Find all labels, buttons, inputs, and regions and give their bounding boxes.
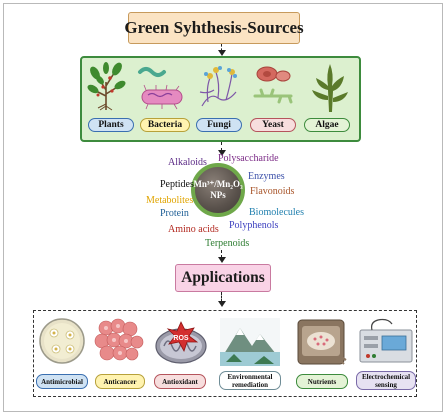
petri-dish-icon (39, 318, 85, 364)
app-label-anticancer: Anticancer (95, 374, 145, 389)
biomolecule-amino-acids: Amino acids (168, 224, 219, 235)
algae-icon (312, 64, 348, 112)
applications-box: Applications (175, 264, 271, 292)
app-label-electrochemical-sensing: Electrochemical sensing (356, 371, 416, 390)
title-box: Green Syhthesis-Sources (124, 12, 304, 44)
biomolecule-protein: Protein (160, 208, 189, 219)
biomolecule-alkaloids: Alkaloids (168, 157, 207, 168)
app-label-environmental-remediation: Environmental remediation (219, 371, 281, 390)
cancer-cell-icon (94, 318, 144, 361)
title-text: Green Syhthesis-Sources (124, 18, 304, 37)
nanoparticle-formula: Mn³⁺/Mn₂O₃ (193, 179, 243, 189)
biomolecule-peptides: Peptides (160, 179, 194, 190)
biomolecule-polysaccharide: Polysaccharide (218, 153, 279, 164)
outer-frame (3, 3, 443, 412)
source-label-yeast: Yeast (250, 118, 296, 132)
arrow-head-3 (218, 257, 226, 263)
fungi-icon (199, 66, 237, 107)
biomolecule-terpenoids: Terpenoids (205, 238, 250, 249)
biomolecule-biomolecules: Biomolecules (249, 207, 304, 218)
arrow-head-4 (218, 301, 226, 307)
biomolecule-polyphenols: Polyphenols (229, 220, 279, 231)
connector-arrow-2 (221, 142, 222, 151)
applications-panel (33, 310, 417, 397)
biomolecule-metabolites: Metabolites (146, 195, 194, 206)
nutrient-sack-icon (297, 319, 347, 365)
mountains-icon (220, 318, 280, 366)
ros-badge: ROS (173, 335, 189, 342)
applications-title: Applications (181, 269, 265, 286)
source-label-plants: Plants (88, 118, 134, 132)
mitochondria-ros-icon: ROS (155, 321, 207, 364)
arrow-head-1 (218, 50, 226, 56)
bacteria-icon (138, 67, 183, 110)
connector-arrow-4 (221, 292, 222, 302)
nanoparticle-circle: Mn³⁺/Mn₂O₃ NPs (191, 163, 245, 217)
source-label-fungi: Fungi (196, 118, 242, 132)
app-label-antioxidant: Antioxidant (154, 374, 206, 389)
yeast-icon (253, 66, 293, 104)
app-label-nutrients: Nutrients (296, 374, 348, 389)
biomolecule-flavonoids: Flavonoids (250, 186, 295, 197)
plant-icon (87, 62, 126, 111)
connector-arrow-1 (221, 44, 222, 51)
source-label-algae: Algae (304, 118, 350, 132)
connector-arrow-3 (221, 250, 222, 258)
biomolecule-enzymes: Enzymes (248, 171, 285, 182)
electrochemical-device-icon (359, 318, 413, 363)
source-label-bacteria: Bacteria (140, 118, 190, 132)
arrow-head-2 (218, 150, 226, 156)
nanoparticle-label: NPs (210, 190, 226, 200)
app-label-antimicrobial: Antimicrobial (36, 374, 88, 389)
